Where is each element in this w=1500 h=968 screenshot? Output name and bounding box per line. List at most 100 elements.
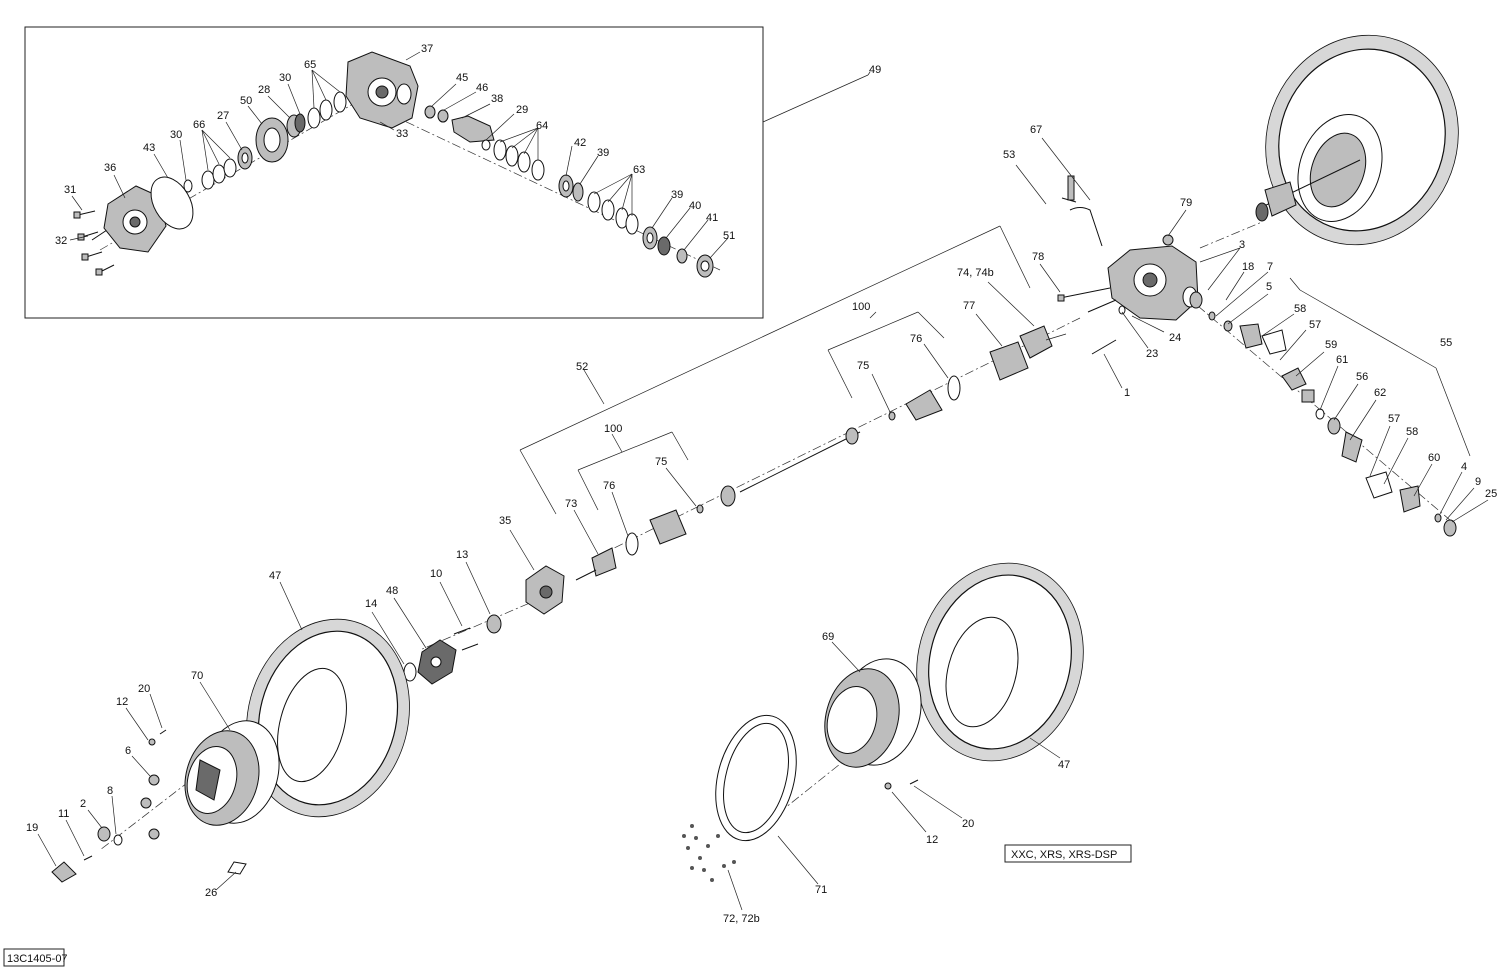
callout-77: 77 (963, 300, 975, 312)
callout-30b: 30 (279, 72, 291, 84)
callout-56: 56 (1356, 371, 1368, 383)
inset-frame (24, 26, 764, 319)
callout-30a: 30 (170, 129, 182, 141)
callout-78: 78 (1032, 251, 1044, 263)
differential-housing (1057, 175, 1203, 355)
callout-3: 3 (1239, 239, 1245, 251)
callout-14: 14 (365, 598, 377, 610)
inset-leaders (69, 51, 729, 259)
hub-knuckle (403, 565, 565, 685)
tire-left (246, 618, 410, 818)
callout-100a: 100 (852, 301, 870, 313)
callout-24: 24 (1169, 332, 1181, 344)
beadlock-ring (682, 714, 797, 882)
callout-70: 70 (191, 670, 203, 682)
callout-76a: 76 (910, 333, 922, 345)
callout-51: 51 (723, 230, 735, 242)
callout-7: 7 (1267, 261, 1273, 273)
callout-73: 73 (565, 498, 577, 510)
callout-37: 37 (421, 43, 433, 55)
callout-66: 66 (193, 119, 205, 131)
figure-code-box (3, 948, 65, 967)
figure-code: 13C1405-07 (7, 953, 68, 965)
cv-joint-lower (575, 504, 704, 581)
callout-45: 45 (456, 72, 468, 84)
wheel-rim-left (184, 720, 280, 826)
callout-47b: 47 (1058, 759, 1070, 771)
callout-38: 38 (491, 93, 503, 105)
callout-19: 19 (26, 822, 38, 834)
callout-32: 32 (55, 235, 67, 247)
tire-bottom-right (916, 562, 1084, 762)
callout-64: 64 (536, 120, 548, 132)
callout-41: 41 (706, 212, 718, 224)
callout-2: 2 (80, 798, 86, 810)
callout-43: 43 (143, 142, 155, 154)
callout-57b: 57 (1388, 413, 1400, 425)
callout-12b: 12 (926, 834, 938, 846)
variant-note: XXC, XRS, XRS-DSP (1011, 849, 1117, 861)
callout-26: 26 (205, 887, 217, 899)
callout-23: 23 (1146, 348, 1158, 360)
callout-59: 59 (1325, 339, 1337, 351)
callout-1: 1 (1124, 387, 1130, 399)
callout-18: 18 (1242, 261, 1254, 273)
cv-joint-upper (720, 325, 1053, 507)
callout-75a: 75 (857, 360, 869, 372)
half-shaft-right (1208, 311, 1457, 537)
callout-35: 35 (499, 515, 511, 527)
callout-39b: 39 (671, 189, 683, 201)
callouts: 31 36 43 30 66 27 50 28 30 65 37 33 45 4… (26, 43, 1497, 925)
callout-100b: 100 (604, 423, 622, 435)
callout-40: 40 (689, 200, 701, 212)
callout-42: 42 (574, 137, 586, 149)
callout-6: 6 (125, 745, 131, 757)
callout-65: 65 (304, 59, 316, 71)
callout-12a: 12 (116, 696, 128, 708)
callout-61: 61 (1336, 354, 1348, 366)
callout-36: 36 (104, 162, 116, 174)
callout-62: 62 (1374, 387, 1386, 399)
callout-47a: 47 (269, 570, 281, 582)
callout-69: 69 (822, 631, 834, 643)
callout-4: 4 (1461, 461, 1467, 473)
callout-75b: 75 (655, 456, 667, 468)
callout-39a: 39 (597, 147, 609, 159)
callout-8: 8 (107, 785, 113, 797)
callout-52: 52 (576, 361, 588, 373)
callout-25: 25 (1485, 488, 1497, 500)
inset-parts (73, 51, 721, 278)
callout-9: 9 (1475, 476, 1481, 488)
callout-60: 60 (1428, 452, 1440, 464)
callout-5: 5 (1266, 281, 1272, 293)
callout-79: 79 (1180, 197, 1192, 209)
variant-note-box (1004, 844, 1132, 863)
tire-top-right (1255, 34, 1459, 246)
callout-57a: 57 (1309, 319, 1321, 331)
callout-50: 50 (240, 95, 252, 107)
callout-74: 74, 74b (957, 267, 994, 279)
wheel-rim-right (824, 658, 922, 790)
callout-67: 67 (1030, 124, 1042, 136)
callout-63: 63 (633, 164, 645, 176)
callout-55: 55 (1440, 337, 1452, 349)
o-ring-43 (150, 176, 194, 230)
callout-27: 27 (217, 110, 229, 122)
callout-13: 13 (456, 549, 468, 561)
callout-28: 28 (258, 84, 270, 96)
lug-parts-left (51, 729, 247, 883)
callout-49: 49 (869, 64, 881, 76)
callout-33: 33 (396, 128, 408, 140)
callout-53: 53 (1003, 149, 1015, 161)
callout-31: 31 (64, 184, 76, 196)
callout-20b: 20 (962, 818, 974, 830)
callout-72: 72, 72b (723, 913, 760, 925)
pinion-38 (451, 115, 495, 143)
main-leaders (37, 71, 1489, 911)
callout-20a: 20 (138, 683, 150, 695)
callout-58a: 58 (1294, 303, 1306, 315)
callout-76b: 76 (603, 480, 615, 492)
callout-58b: 58 (1406, 426, 1418, 438)
callout-71: 71 (815, 884, 827, 896)
